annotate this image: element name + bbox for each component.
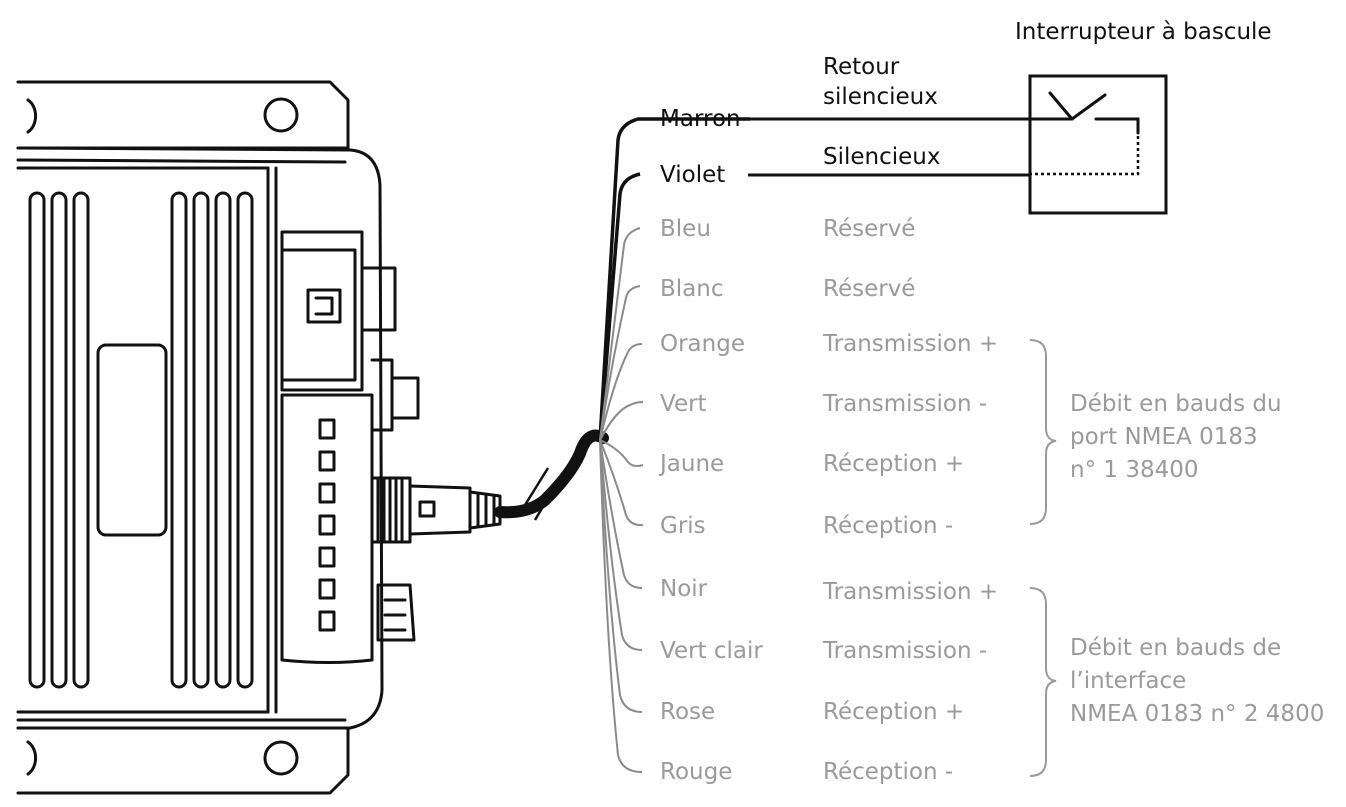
- toggle-switch-icon: [1048, 91, 1140, 135]
- wire-color: Bleu: [660, 216, 711, 242]
- cable-connector: [370, 476, 502, 544]
- wire-color: Rouge: [660, 759, 733, 785]
- group-note-interface-2: Débit en bauds de l’interface NMEA 0183 …: [1070, 635, 1325, 727]
- grey-wire-strands: [599, 227, 644, 773]
- label-pad: [96, 343, 168, 537]
- wire-color: Orange: [660, 331, 745, 357]
- wire-color: Jaune: [660, 451, 725, 477]
- port-indicator: [318, 514, 336, 536]
- wire-function: Réception -: [823, 759, 954, 785]
- port-indicator: [318, 482, 336, 504]
- top-keyhole-icon: [263, 97, 299, 133]
- group-note-port-1: Débit en bauds du port NMEA 0183 n° 1 38…: [1070, 391, 1282, 483]
- wire-color-marron: Marron: [660, 106, 741, 132]
- wire-function: Transmission -: [823, 638, 988, 664]
- wire-violet: [598, 172, 641, 441]
- brace-group-1: [1029, 339, 1057, 525]
- port-indicator: [318, 450, 336, 472]
- port-indicator: [318, 578, 336, 600]
- wire-function: Réception +: [823, 699, 965, 725]
- port-indicator: [318, 610, 336, 632]
- wire-function-silencieux: Silencieux: [823, 144, 941, 170]
- switch-dotted-path: [1030, 136, 1140, 176]
- switch-title: Interrupteur à bascule: [1015, 19, 1272, 45]
- bottom-mounting-flange: [16, 726, 350, 795]
- wire-function: Réservé: [823, 276, 916, 302]
- wire-function: Transmission -: [823, 391, 988, 417]
- wire-function: Transmission +: [823, 579, 999, 605]
- wire-function-retour-silencieux: Retour silencieux: [823, 54, 938, 110]
- bottom-keyhole-icon: [263, 740, 299, 776]
- cable: [494, 429, 609, 519]
- toggle-switch-box: [1028, 74, 1168, 215]
- brace-group-2: [1029, 587, 1057, 777]
- port-indicator: [318, 546, 336, 568]
- device-body: [16, 146, 384, 730]
- wire-color: Vert clair: [660, 638, 763, 664]
- wire-function: Réservé: [823, 216, 916, 242]
- wire-function: Réception +: [823, 451, 965, 477]
- wire-color: Rose: [660, 699, 716, 725]
- wire-color: Vert: [660, 391, 707, 417]
- wire-color: Blanc: [660, 276, 724, 302]
- wire-function: Réception -: [823, 513, 954, 539]
- wire-function: Transmission +: [823, 331, 999, 357]
- port-indicator: [318, 418, 336, 440]
- wire-color: Gris: [660, 513, 706, 539]
- wire-color: Noir: [660, 576, 708, 602]
- wire-color-violet: Violet: [660, 162, 726, 188]
